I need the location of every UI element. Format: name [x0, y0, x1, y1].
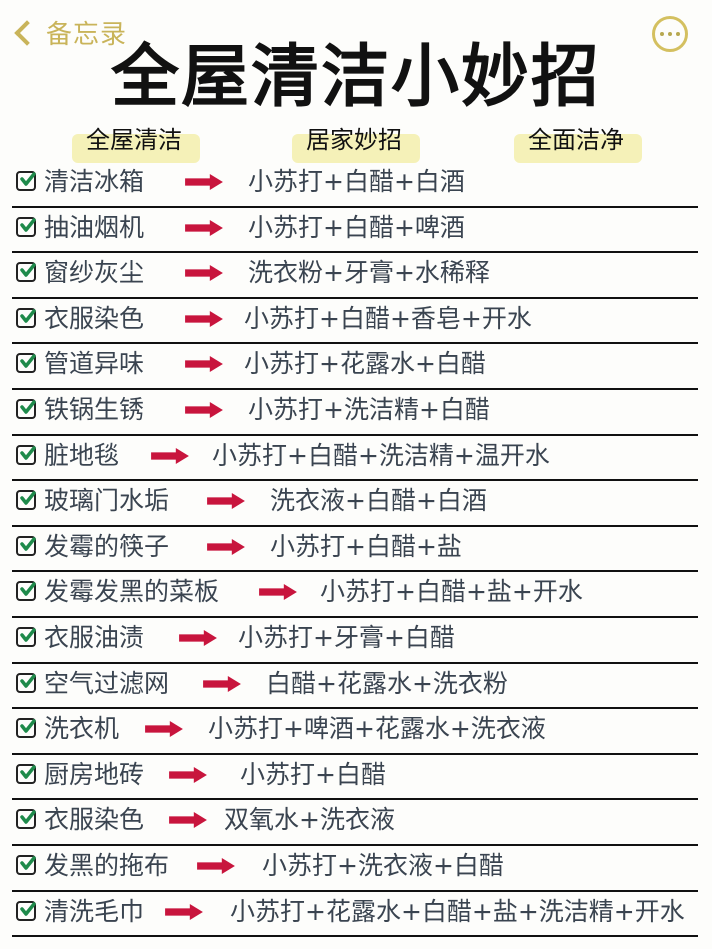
- tip-remedy: 小苏打+白醋+洗洁精+温开水: [212, 440, 550, 470]
- arrow-right-icon: [151, 447, 189, 464]
- tip-item: 空气过滤网: [44, 668, 170, 698]
- checkbox-checked-icon: [16, 581, 36, 602]
- dot-icon: [676, 32, 680, 36]
- list-item: 抽油烟机 小苏打+白醋+啤酒: [12, 208, 698, 254]
- list-item: 窗纱灰尘 洗衣粉+牙膏+水稀释: [12, 253, 698, 299]
- tip-remedy: 小苏打+白醋+香皂+开水: [244, 303, 532, 333]
- arrow-right-icon: [185, 174, 223, 190]
- checkbox-checked-icon: [16, 398, 36, 419]
- tip-item: 管道异味: [44, 349, 145, 379]
- arrow-right-icon: [197, 857, 235, 874]
- tip-item: 发霉的筷子: [44, 531, 170, 561]
- arrow-right-icon: [185, 265, 223, 282]
- checkbox-checked-icon: [16, 490, 36, 511]
- tip-item: 清洗毛巾: [44, 896, 145, 926]
- checkbox-checked-icon: [16, 763, 36, 784]
- checkbox-checked-icon: [16, 854, 36, 875]
- list-item: 空气过滤网 白醋+花露水+洗衣粉: [12, 664, 698, 710]
- tip-item: 抽油烟机: [44, 212, 145, 242]
- arrow-right-icon: [185, 219, 223, 236]
- tip-item: 衣服染色: [44, 303, 145, 333]
- tip-remedy: 小苏打+白醋+白酒: [248, 167, 465, 196]
- tip-item: 衣服油渍: [44, 622, 145, 652]
- subtitle-tag: 全面洁净: [514, 118, 642, 163]
- tip-item: 铁锅生锈: [44, 394, 145, 424]
- list-item: 脏地毯 小苏打+白醋+洗洁精+温开水: [12, 436, 698, 482]
- arrow-right-icon: [169, 812, 207, 829]
- list-item: 玻璃门水垢 洗衣液+白醋+白酒: [12, 481, 698, 527]
- tip-remedy: 小苏打+啤酒+花露水+洗衣液: [208, 714, 546, 744]
- subtitle-tag: 居家妙招: [292, 118, 420, 163]
- list-item: 管道异味 小苏打+花露水+白醋: [12, 344, 698, 390]
- back-button[interactable]: 备忘录: [10, 14, 127, 51]
- checkbox-checked-icon: [16, 809, 36, 830]
- arrow-right-icon: [185, 401, 223, 418]
- list-item: 衣服油渍 小苏打+牙膏+白醋: [12, 618, 698, 664]
- tip-item: 清洁冰箱: [44, 167, 145, 196]
- arrow-right-icon: [165, 903, 203, 920]
- checkbox-checked-icon: [16, 171, 36, 191]
- arrow-right-icon: [207, 538, 245, 555]
- checkbox-checked-icon: [16, 444, 36, 465]
- checkbox-checked-icon: [16, 718, 36, 739]
- arrow-right-icon: [179, 629, 217, 646]
- checkbox-checked-icon: [16, 216, 36, 237]
- arrow-right-icon: [259, 584, 297, 601]
- subtitle-tag: 全屋清洁: [72, 118, 200, 163]
- tip-item: 衣服染色: [44, 805, 145, 835]
- tip-remedy: 小苏打+白醋+盐+开水: [320, 577, 583, 607]
- dot-icon: [668, 32, 672, 36]
- arrow-right-icon: [203, 675, 241, 692]
- list-item: 发霉的筷子 小苏打+白醋+盐: [12, 527, 698, 573]
- page-title: 全屋清洁小妙招: [110, 38, 601, 117]
- tip-item: 洗衣机: [44, 714, 120, 744]
- tip-remedy: 小苏打+花露水+白醋+盐+洗洁精+开水: [230, 896, 685, 926]
- tip-item: 脏地毯: [44, 440, 120, 470]
- tip-remedy: 双氧水+洗衣液: [224, 805, 395, 835]
- back-label: 备忘录: [46, 20, 128, 50]
- list-item: 发霉发黑的菜板 小苏打+白醋+盐+开水: [12, 572, 698, 618]
- list-item: 发黑的拖布 小苏打+洗衣液+白醋: [12, 846, 698, 892]
- checkbox-checked-icon: [16, 353, 36, 374]
- subtitle-tags: 全屋清洁 居家妙招 全面洁净: [0, 118, 712, 163]
- tip-item: 玻璃门水垢: [44, 486, 170, 516]
- top-bar: 备忘录: [0, 0, 712, 60]
- list-item: 衣服染色 小苏打+白醋+香皂+开水: [12, 299, 698, 345]
- tip-item: 窗纱灰尘: [44, 258, 145, 288]
- tip-remedy: 小苏打+白醋+盐: [270, 531, 462, 561]
- tip-remedy: 小苏打+花露水+白醋: [244, 349, 486, 379]
- tip-remedy: 洗衣液+白醋+白酒: [270, 486, 487, 516]
- checkbox-checked-icon: [16, 262, 36, 283]
- tip-item: 发黑的拖布: [44, 850, 170, 880]
- list-item: 洗衣机 小苏打+啤酒+花露水+洗衣液: [12, 709, 698, 755]
- dot-icon: [660, 32, 664, 36]
- arrow-right-icon: [145, 721, 183, 738]
- arrow-right-icon: [185, 310, 223, 327]
- tip-item: 厨房地砖: [44, 759, 145, 789]
- list-item: 清洗毛巾 小苏打+花露水+白醋+盐+洗洁精+开水: [12, 892, 698, 938]
- checkbox-checked-icon: [16, 626, 36, 647]
- list-item: 铁锅生锈 小苏打+洗洁精+白醋: [12, 390, 698, 436]
- list-item: 衣服染色 双氧水+洗衣液: [12, 800, 698, 846]
- list-item: 清洁冰箱 小苏打+白醋+白酒: [12, 162, 698, 208]
- checkbox-checked-icon: [16, 535, 36, 556]
- checkbox-checked-icon: [16, 900, 36, 921]
- arrow-right-icon: [185, 356, 223, 373]
- tip-remedy: 小苏打+白醋: [240, 759, 386, 789]
- tip-remedy: 小苏打+洗衣液+白醋: [262, 850, 504, 880]
- tip-remedy: 小苏打+洗洁精+白醋: [248, 394, 490, 424]
- tips-list: 清洁冰箱 小苏打+白醋+白酒 抽油烟机 小苏打+白醋+啤酒 窗纱灰尘 洗衣粉+牙…: [12, 162, 698, 938]
- arrow-right-icon: [207, 493, 245, 510]
- tip-remedy: 洗衣粉+牙膏+水稀释: [248, 258, 490, 288]
- tip-remedy: 小苏打+白醋+啤酒: [248, 212, 465, 242]
- checkbox-checked-icon: [16, 307, 36, 328]
- arrow-right-icon: [169, 766, 207, 783]
- tip-remedy: 白醋+花露水+洗衣粉: [266, 668, 508, 698]
- tip-item: 发霉发黑的菜板: [44, 577, 220, 607]
- tip-remedy: 小苏打+牙膏+白醋: [238, 622, 455, 652]
- list-item: 厨房地砖 小苏打+白醋: [12, 755, 698, 801]
- checkbox-checked-icon: [16, 672, 36, 693]
- more-options-button[interactable]: [652, 16, 688, 52]
